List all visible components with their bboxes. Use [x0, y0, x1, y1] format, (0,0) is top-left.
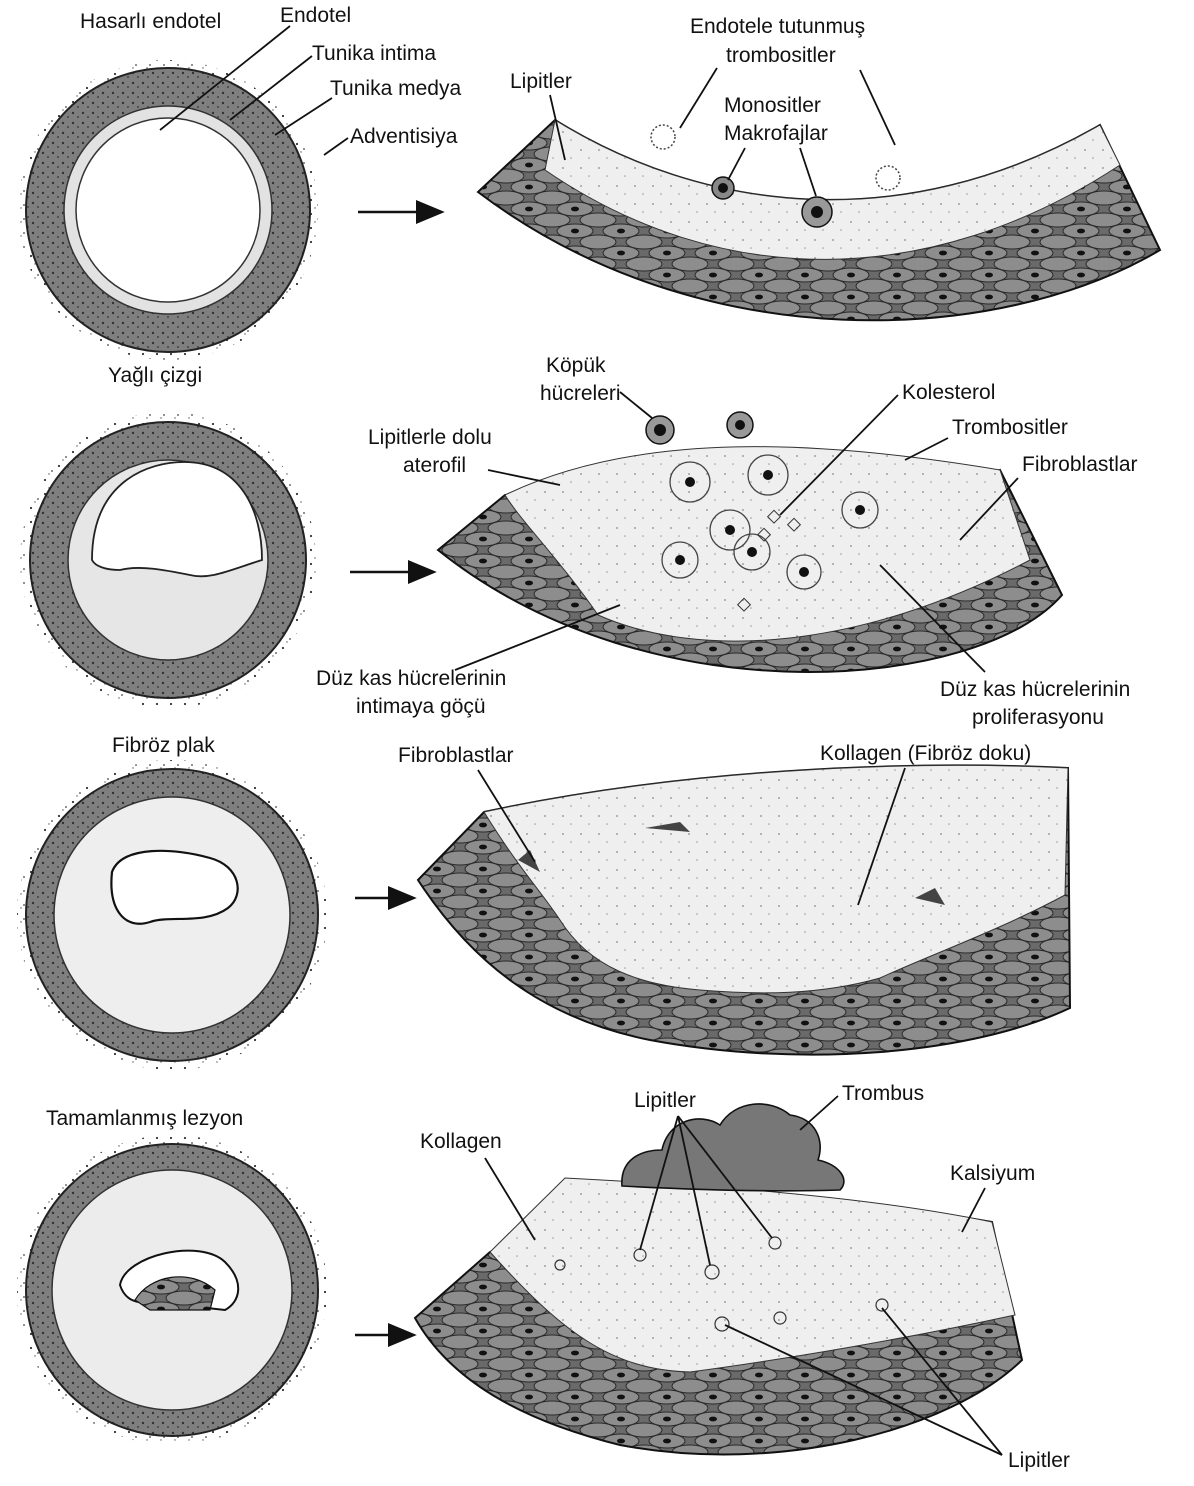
stage-4-title: Tamamlanmış lezyon [46, 1107, 243, 1130]
label-kopuk-2: hücreleri [540, 382, 621, 405]
stage-3-vessel [17, 760, 327, 1070]
label-goc-1: Düz kas hücrelerinin [316, 667, 506, 690]
stage-4-vessel [17, 1135, 327, 1445]
leader-goc [455, 605, 620, 670]
leader-makrofajlar [800, 148, 816, 196]
label-trombus: Trombus [842, 1082, 924, 1105]
label-kopuk-1: Köpük [546, 354, 606, 377]
stage-2-title: Yağlı çizgi [108, 364, 202, 387]
leader-adventisiya [324, 138, 348, 155]
label-fibroblastlar-s3: Fibroblastlar [398, 744, 514, 767]
label-tunika-medya: Tunika medya [330, 77, 461, 100]
label-aterofil-1: Lipitlerle dolu [368, 426, 492, 449]
label-kolesterol: Kolesterol [902, 381, 995, 404]
leader-trombus [800, 1096, 838, 1130]
stage-1: Hasarlı endotel Endotel Tunika intima Tu… [18, 4, 1160, 360]
label-lipitler-bottom: Lipitler [1008, 1449, 1070, 1472]
label-endotel: Endotel [280, 4, 351, 27]
leader-trombosit-right [860, 70, 895, 145]
leader-monositler [728, 148, 745, 180]
label-prolif-2: proliferasyonu [972, 706, 1104, 729]
label-fibroblastlar-s2: Fibroblastlar [1022, 453, 1138, 476]
label-tunika-intima: Tunika intima [312, 42, 436, 65]
label-aterofil-2: aterofil [403, 454, 466, 477]
stage-1-section [478, 120, 1160, 320]
leader-trombositler-s2 [905, 438, 948, 460]
label-makrofajlar: Makrofajlar [724, 122, 828, 145]
stage-3-section [418, 765, 1070, 1054]
label-trombositler-s2: Trombositler [952, 416, 1068, 439]
label-trombosit-1: Endotele tutunmuş [690, 15, 865, 38]
label-lipitler-s1: Lipitler [510, 70, 572, 93]
label-kollagen-fibroz: Kollagen (Fibröz doku) [820, 742, 1031, 765]
stage-2: Yağlı çizgi [20, 354, 1138, 729]
stage-1-vessel [18, 60, 318, 360]
stage-1-title: Hasarlı endotel [80, 10, 221, 33]
label-adventisiya: Adventisiya [350, 125, 458, 148]
label-monositler: Monositler [724, 94, 821, 117]
stage-3: Fibröz plak Fibroblastlar Kollagen (Fibr… [17, 734, 1070, 1070]
leader-kollagen-s4 [485, 1158, 535, 1240]
label-goc-2: intimaya göçü [356, 695, 486, 718]
leader-kopuk [620, 392, 652, 418]
stage-3-title: Fibröz plak [112, 734, 215, 757]
stage-4: Tamamlanmış lezyon Lipitler Tromb [17, 1082, 1070, 1472]
leader-trombosit-left [680, 68, 717, 128]
label-kollagen-s4: Kollagen [420, 1130, 502, 1153]
stage-2-vessel [20, 412, 316, 708]
label-trombosit-2: trombositler [726, 44, 836, 67]
stage-4-section [415, 1104, 1022, 1455]
label-lipitler-top: Lipitler [634, 1089, 696, 1112]
stage-2-section [438, 412, 1062, 672]
label-kalsiyum: Kalsiyum [950, 1162, 1035, 1185]
label-prolif-1: Düz kas hücrelerinin [940, 678, 1130, 701]
